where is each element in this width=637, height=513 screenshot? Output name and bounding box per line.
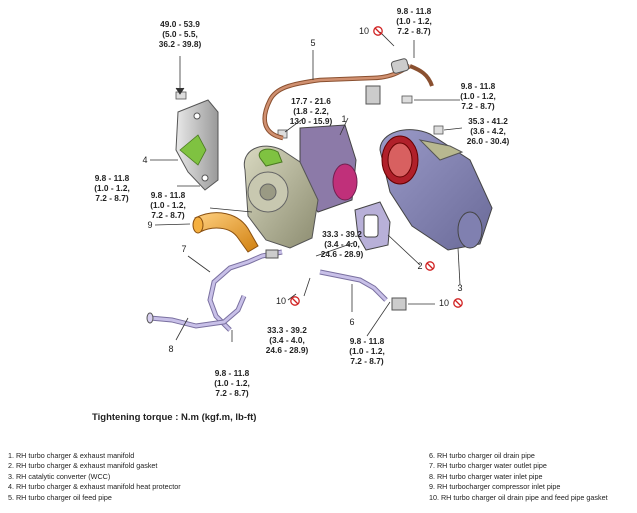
water-outlet-pipe [207,249,283,332]
svg-text:33.3 - 39.2: 33.3 - 39.2 [267,325,307,335]
svg-text:(1.8 - 2.2,: (1.8 - 2.2, [293,106,329,116]
svg-text:(1.0 - 1.2,: (1.0 - 1.2, [396,16,432,26]
svg-text:(1.0 - 1.2,: (1.0 - 1.2, [214,378,250,388]
svg-text:(1.0 - 1.2,: (1.0 - 1.2, [349,346,385,356]
catalytic-converter [379,129,493,251]
legend-item: 6. RH turbo charger oil drain pipe [429,451,535,460]
no-reuse-icon [373,26,383,36]
svg-text:10: 10 [276,296,286,306]
svg-text:7.2 - 8.7): 7.2 - 8.7) [350,356,383,366]
torque-unit-caption: Tightening torque : N.m (kgf.m, lb-ft) [92,412,257,423]
svg-text:9.8 - 11.8: 9.8 - 11.8 [350,336,385,346]
svg-text:9.8 - 11.8: 9.8 - 11.8 [397,6,432,16]
exhaust-manifold-gasket [354,201,391,251]
heat-protector [175,99,219,191]
svg-text:7.2 - 8.7): 7.2 - 8.7) [461,101,494,111]
torque-label: 9.8 - 11.8 (1.0 - 1.2, 7.2 - 8.7) [150,190,186,220]
legend-item: 8. RH turbo charger water inlet pipe [429,471,543,481]
legend-item: 10. RH turbo charger oil drain pipe and … [429,492,608,502]
legend-item: 4. RH turbo charger & exhaust manifold h… [8,482,181,492]
svg-text:7.2 - 8.7): 7.2 - 8.7) [215,388,248,398]
compressor-inlet-pipe [192,212,259,253]
svg-text:9.8 - 11.8: 9.8 - 11.8 [215,368,250,378]
svg-text:(3.4 - 4.0,: (3.4 - 4.0, [269,335,305,345]
callout-7: 7 [181,244,186,254]
callout-3: 3 [457,283,462,293]
torque-label: 9.8 - 11.8 (1.0 - 1.2, 7.2 - 8.7) [349,336,385,366]
torque-label: 9.8 - 11.8 (1.0 - 1.2, 7.2 - 8.7) [94,173,130,203]
callout-9: 9 [147,220,152,230]
legend-item: 9. RH turbocharger compressor inlet pipe [429,482,561,492]
no-reuse-icon [425,261,435,271]
exploded-parts-diagram: 49.0 - 53.9 (5.0 - 5.5, 36.2 - 39.8) 9.8… [94,6,510,398]
no-reuse-icon [290,296,300,306]
svg-text:10: 10 [359,26,369,36]
legend-item: 1. RH turbo charger & exhaust manifold [8,451,135,460]
svg-text:(1.0 - 1.2,: (1.0 - 1.2, [94,183,130,193]
callout-5: 5 [310,38,315,48]
callout-8: 8 [168,344,173,354]
svg-text:9.8 - 11.8: 9.8 - 11.8 [151,190,186,200]
torque-label: 33.3 - 39.2 (3.4 - 4.0, 24.6 - 28.9) [266,325,309,355]
svg-text:7.2 - 8.7): 7.2 - 8.7) [397,26,430,36]
legend-item: 3. RH catalytic converter (WCC) [8,471,111,481]
svg-text:33.3 - 39.2: 33.3 - 39.2 [322,229,362,239]
torque-label: 33.3 - 39.2 (3.4 - 4.0, 24.6 - 28.9) [321,229,364,259]
parts-legend-left: 1. RH turbo charger & exhaust manifold 2… [8,451,181,503]
callout-10: 10 [439,298,449,308]
svg-text:9.8 - 11.8: 9.8 - 11.8 [95,173,130,183]
parts-legend-right: 6. RH turbo charger oil drain pipe 7. RH… [429,451,608,503]
bolt [433,125,444,135]
svg-text:9.8 - 11.8: 9.8 - 11.8 [461,81,496,91]
callout-10: 10 [359,26,369,36]
svg-text:(3.4 - 4.0,: (3.4 - 4.0, [324,239,360,249]
leader-lines [150,31,463,342]
legend-item: 2. RH turbo charger & exhaust manifold g… [8,461,158,471]
callout-10: 10 [276,296,286,306]
svg-text:13.0 - 15.9): 13.0 - 15.9) [290,116,333,126]
svg-text:(3.6 - 4.2,: (3.6 - 4.2, [470,126,506,136]
svg-text:35.3 - 41.2: 35.3 - 41.2 [468,116,508,126]
callout-4: 4 [142,155,147,165]
callout-1: 1 [341,114,346,124]
callout-2: 2 [417,261,422,271]
bolt [401,95,413,104]
svg-text:(1.0 - 1.2,: (1.0 - 1.2, [460,91,496,101]
torque-label: 9.8 - 11.8 (1.0 - 1.2, 7.2 - 8.7) [214,368,250,398]
callout-6: 6 [349,317,354,327]
torque-label: 49.0 - 53.9 (5.0 - 5.5, 36.2 - 39.8) [159,19,202,49]
svg-text:17.7 - 21.6: 17.7 - 21.6 [291,96,331,106]
legend-item: 5. RH turbo charger oil feed pipe [8,492,112,502]
svg-text:24.6 - 28.9): 24.6 - 28.9) [321,249,364,259]
svg-text:24.6 - 28.9): 24.6 - 28.9) [266,345,309,355]
svg-text:(5.0 - 5.5,: (5.0 - 5.5, [162,29,198,39]
torque-label: 9.8 - 11.8 (1.0 - 1.2, 7.2 - 8.7) [396,6,432,36]
svg-text:10: 10 [439,298,449,308]
torque-label: 9.8 - 11.8 (1.0 - 1.2, 7.2 - 8.7) [460,81,496,111]
torque-label: 17.7 - 21.6 (1.8 - 2.2, 13.0 - 15.9) [290,96,333,126]
water-inlet-pipe [146,295,247,329]
svg-text:(1.0 - 1.2,: (1.0 - 1.2, [150,200,186,210]
no-reuse-icon [453,298,463,308]
svg-text:26.0 - 30.4): 26.0 - 30.4) [467,136,510,146]
svg-text:49.0 - 53.9: 49.0 - 53.9 [160,19,200,29]
oil-feed-pipe [262,58,434,141]
torque-label: 35.3 - 41.2 (3.6 - 4.2, 26.0 - 30.4) [467,116,510,146]
svg-text:36.2 - 39.8): 36.2 - 39.8) [159,39,202,49]
svg-text:7.2 - 8.7): 7.2 - 8.7) [95,193,128,203]
legend-item: 7. RH turbo charger water outlet pipe [429,461,547,471]
oil-drain-pipe [319,269,407,311]
svg-text:7.2 - 8.7): 7.2 - 8.7) [151,210,184,220]
